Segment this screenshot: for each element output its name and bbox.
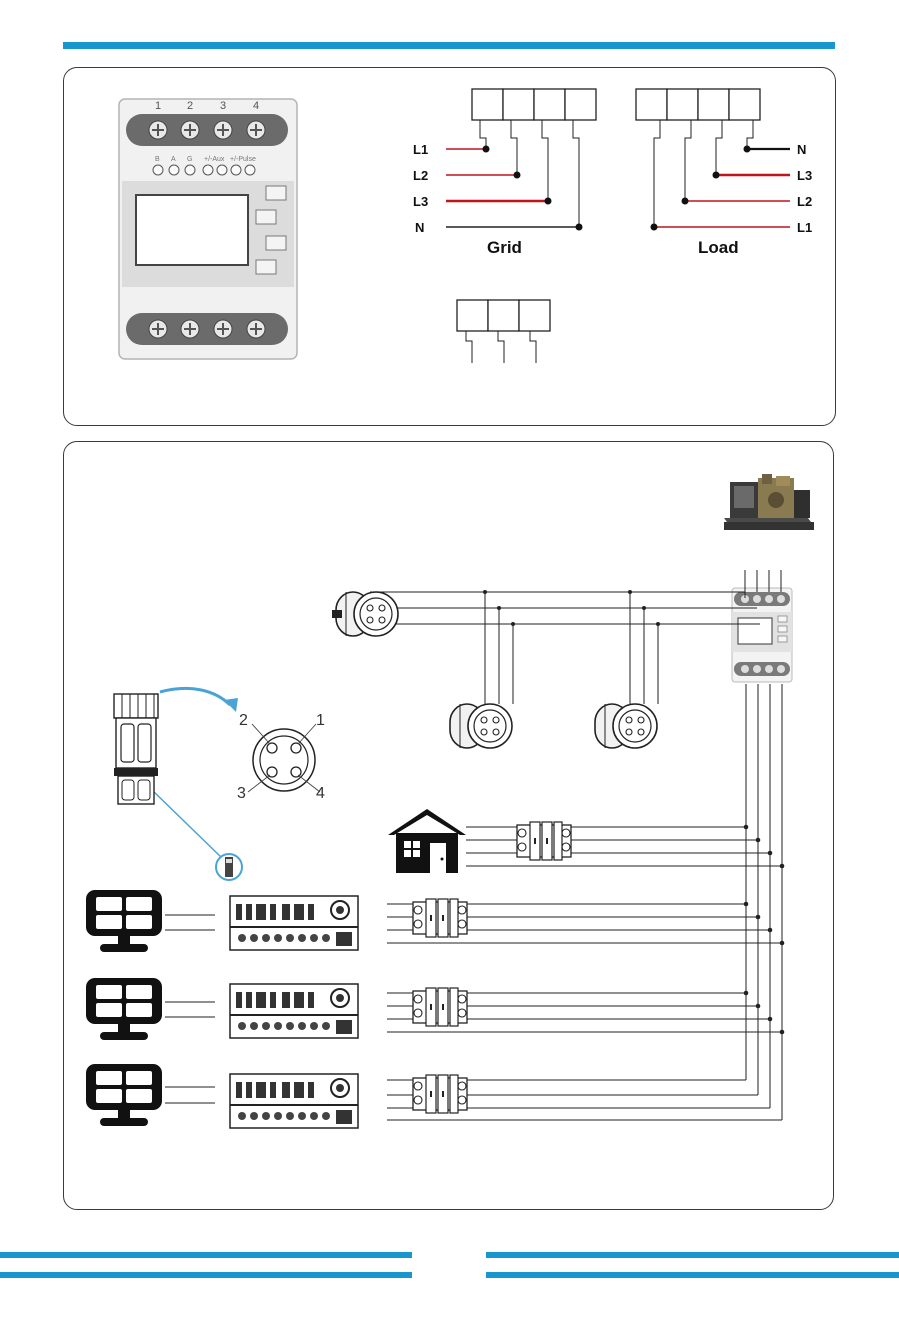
round-connector-icon-main [326,586,402,642]
house-icon [386,807,468,875]
round-connector-icon-2 [589,698,665,754]
pin-label-2: 2 [239,712,248,730]
pin-label-4: 4 [316,785,325,803]
terminal-resistor-icon [214,850,244,884]
breaker-icon-inverter-2 [410,986,470,1028]
breaker-icon-inverter-1 [410,897,470,939]
breaker-icon-house [514,820,574,862]
solar-panel-icon-2 [82,976,166,1042]
connector-plug-icon [104,690,164,810]
inverter-icon-2 [228,982,360,1040]
round-connector-icon-1 [444,698,520,754]
breaker-icon-inverter-3 [410,1073,470,1115]
pin-label-3: 3 [237,785,246,803]
solar-panel-icon-1 [82,888,166,954]
inverter-icon-3 [228,1072,360,1130]
pin-label-1: 1 [316,712,325,730]
inverter-icon-1 [228,894,360,952]
solar-panel-icon-3 [82,1062,166,1128]
